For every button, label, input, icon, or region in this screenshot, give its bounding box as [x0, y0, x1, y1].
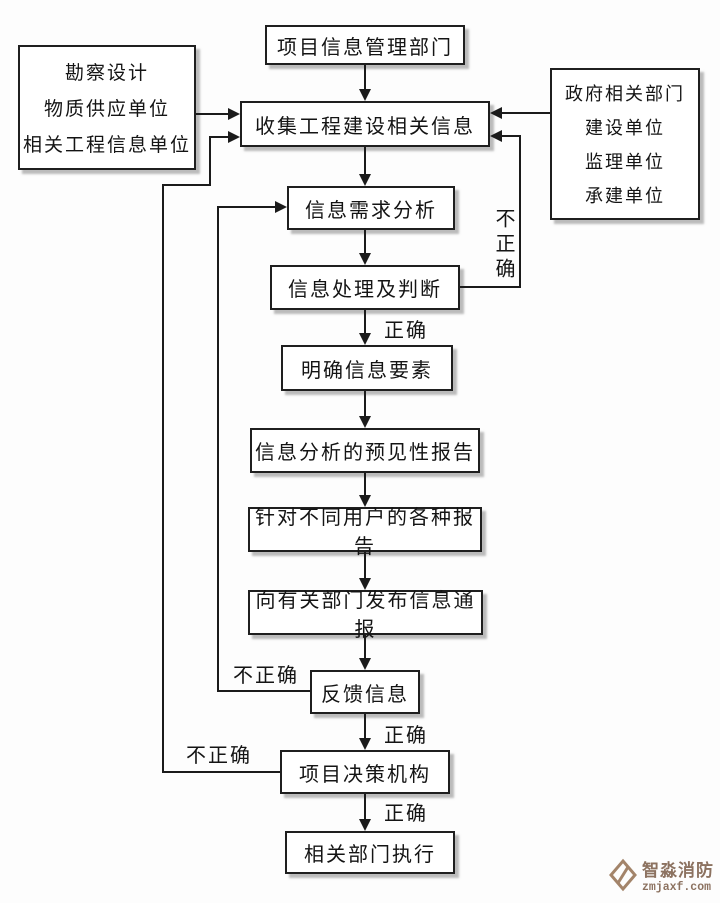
node-decision-body: 项目决策机构	[280, 750, 450, 794]
node-feedback: 反馈信息	[310, 670, 420, 714]
node-processing-judgment: 信息处理及判断	[270, 265, 460, 310]
arrowhead-right-icon	[275, 201, 287, 213]
node-right-sources: 政府相关部门 建设单位 监理单位 承建单位	[550, 68, 700, 220]
loop-processing-incorrect-h1	[460, 286, 521, 288]
arrowhead-down-icon	[359, 416, 371, 428]
left-source-line: 相关工程信息单位	[22, 135, 191, 157]
arrowhead-down-icon	[359, 495, 371, 507]
loop-feedback-incorrect-h1	[217, 690, 310, 692]
loop-decision-incorrect-h2	[162, 184, 211, 186]
arrowhead-left-icon	[490, 107, 502, 119]
edge-collect-to-demand-line	[364, 147, 366, 176]
edge-feedback-to-decision-line	[364, 714, 366, 740]
arrowhead-down-icon	[359, 333, 371, 345]
arrowhead-left-icon	[490, 130, 502, 142]
right-source-line: 建设单位	[585, 118, 665, 138]
edge-label-incorrect-vertical: 不正确	[492, 208, 514, 283]
arrowhead-down-icon	[359, 578, 371, 590]
left-source-line: 物质供应单位	[43, 98, 170, 120]
node-execution: 相关部门执行	[285, 831, 455, 874]
left-source-line: 勘察设计	[64, 62, 149, 84]
edge-processing-to-clarify-line	[364, 310, 366, 335]
edge-label-incorrect: 不正确	[186, 745, 252, 767]
loop-processing-incorrect-v	[519, 135, 521, 288]
node-predictive-report: 信息分析的预见性报告	[250, 428, 480, 473]
node-notify-departments: 向有关部门发布信息通报	[248, 590, 483, 641]
edge-label-incorrect: 不正确	[233, 665, 299, 687]
edge-userreports-to-notify-line	[364, 552, 366, 580]
edge-title-to-collect-line	[364, 65, 366, 91]
edge-decision-to-execution-line	[364, 794, 366, 821]
loop-decision-incorrect-h1	[162, 771, 280, 773]
edge-rightsources-to-collect-line	[502, 112, 550, 114]
watermark-text: 智淼消防 zmjaxf.com	[642, 861, 714, 894]
node-user-reports: 针对不同用户的各种报告	[248, 507, 482, 558]
edge-predictive-to-userreports-line	[364, 473, 366, 497]
right-source-line: 承建单位	[585, 186, 665, 206]
edge-leftsources-to-collect-line	[196, 113, 230, 115]
loop-processing-incorrect-h2	[500, 135, 521, 137]
loop-decision-incorrect-v1	[162, 184, 164, 773]
arrowhead-down-icon	[359, 253, 371, 265]
edge-label-correct: 正确	[384, 725, 428, 747]
arrowhead-down-icon	[359, 738, 371, 750]
arrowhead-down-icon	[359, 819, 371, 831]
edge-notify-to-feedback-line	[364, 635, 366, 660]
loop-decision-incorrect-h3	[209, 136, 228, 138]
node-clarify-elements: 明确信息要素	[281, 345, 453, 391]
edge-label-correct: 正确	[384, 320, 428, 342]
node-demand-analysis: 信息需求分析	[287, 186, 455, 230]
loop-decision-incorrect-v2	[209, 136, 211, 186]
watermark-domain: zmjaxf.com	[642, 880, 712, 894]
loop-feedback-incorrect-h2	[217, 206, 275, 208]
loop-feedback-incorrect-v	[217, 206, 219, 692]
arrowhead-right-icon	[228, 108, 240, 120]
arrowhead-right-icon	[228, 131, 240, 143]
edge-clarify-to-predictive-line	[364, 391, 366, 418]
right-source-line: 监理单位	[585, 152, 665, 172]
arrowhead-down-icon	[359, 89, 371, 101]
watermark-brand: 智淼消防	[642, 861, 714, 881]
watermark: 智淼消防 zmjaxf.com	[608, 858, 714, 897]
arrowhead-down-icon	[359, 658, 371, 670]
edge-demand-to-processing-line	[364, 230, 366, 255]
node-info-management-dept: 项目信息管理部门	[265, 25, 465, 65]
node-left-sources: 勘察设计 物质供应单位 相关工程信息单位	[18, 45, 196, 170]
right-source-line: 政府相关部门	[565, 84, 685, 104]
edge-label-correct: 正确	[384, 803, 428, 825]
node-collect-info: 收集工程建设相关信息	[240, 101, 490, 147]
brand-diamond-icon	[608, 858, 638, 897]
arrowhead-down-icon	[359, 174, 371, 186]
